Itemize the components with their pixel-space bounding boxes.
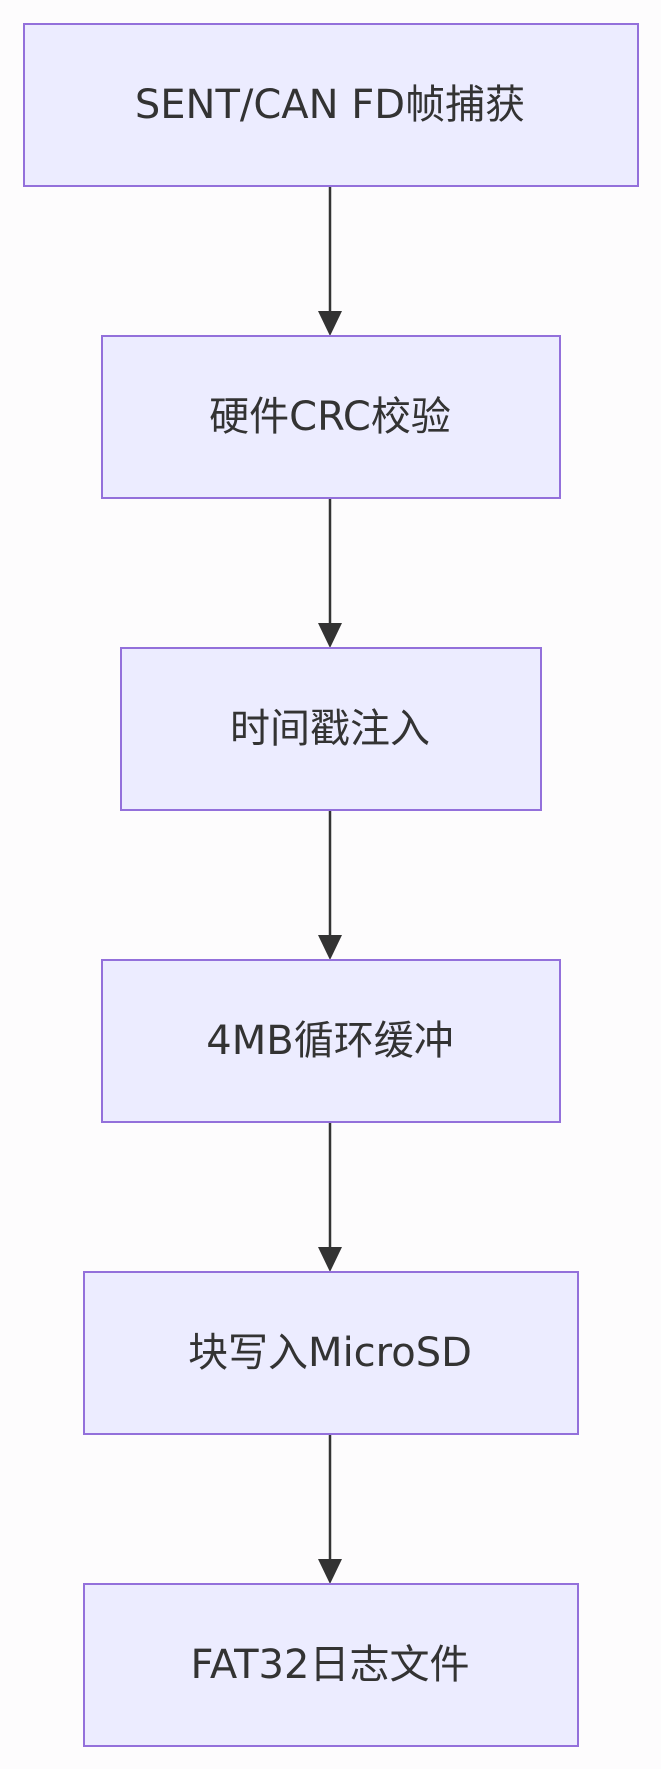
node-logfile: FAT32日志文件 <box>83 1583 579 1747</box>
node-capture-label: SENT/CAN FD帧捕获 <box>135 82 525 128</box>
edge-capture-to-crc <box>318 186 342 336</box>
node-timestamp-label: 时间戳注入 <box>230 706 430 752</box>
edge-write-to-logfile <box>318 1434 342 1584</box>
node-write: 块写入MicroSD <box>83 1271 579 1435</box>
node-buffer-label: 4MB循环缓冲 <box>206 1018 453 1064</box>
edges <box>318 186 342 1584</box>
edge-timestamp-to-buffer <box>318 810 342 960</box>
edge-buffer-to-write <box>318 1122 342 1272</box>
node-logfile-label: FAT32日志文件 <box>191 1642 470 1688</box>
node-capture: SENT/CAN FD帧捕获 <box>23 23 639 187</box>
node-crc-label: 硬件CRC校验 <box>209 394 451 440</box>
node-buffer: 4MB循环缓冲 <box>101 959 561 1123</box>
edge-crc-to-timestamp <box>318 498 342 648</box>
node-crc: 硬件CRC校验 <box>101 335 561 499</box>
node-timestamp: 时间戳注入 <box>120 647 542 811</box>
node-write-label: 块写入MicroSD <box>188 1330 472 1376</box>
